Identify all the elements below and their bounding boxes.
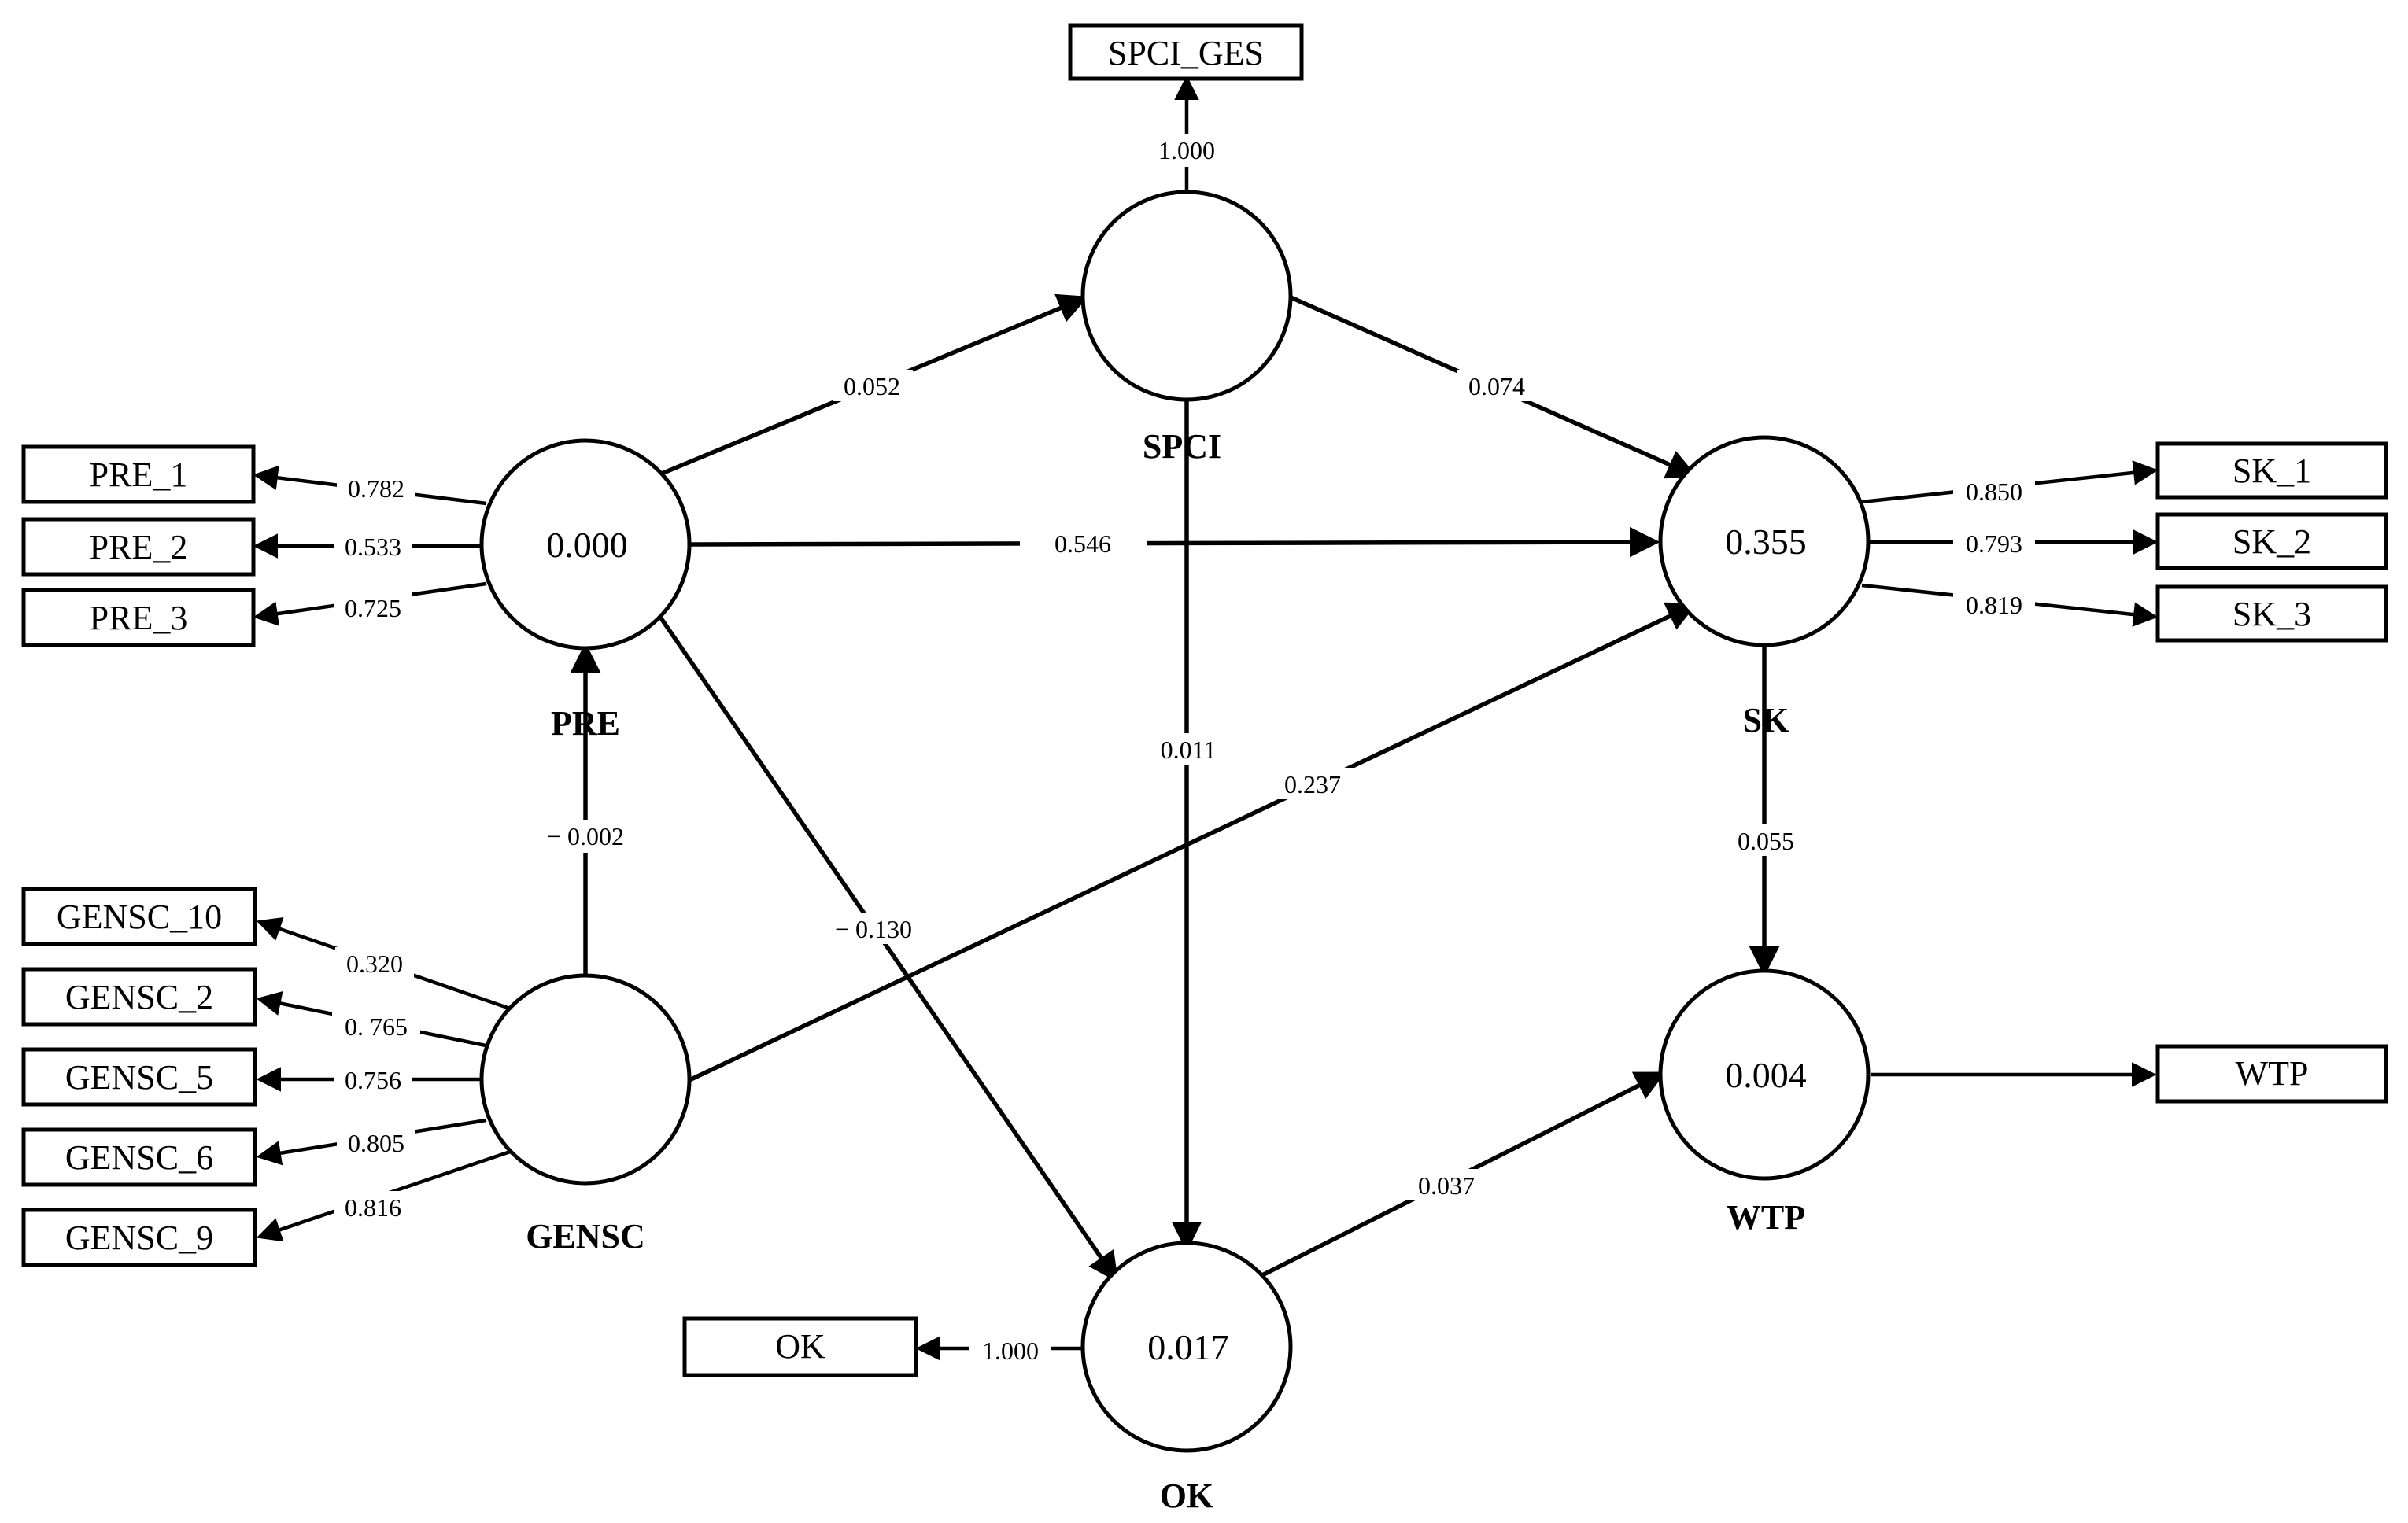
sk-r2: 0.355 [1725,522,1807,562]
indicator-pre3-label: PRE_3 [90,599,188,637]
path-gensc-pre: − 0.002 [547,822,624,850]
loading-sk2: 0.793 [1966,529,2022,558]
construct-sk-label: SK [1743,701,1789,739]
loading-gensc6: 0.805 [348,1129,404,1157]
path-ok-wtp: 0.037 [1418,1171,1475,1200]
construct-spci-circle [1080,190,1293,402]
loading-pre1: 0.782 [348,474,404,503]
construct-ok-circle [1080,1241,1293,1453]
indicator-gensc10-box [21,887,257,946]
construct-wtp-label: WTP [1727,1198,1805,1237]
path-pre-spci: 0.052 [844,372,900,400]
construct-gensc-circle [479,973,692,1186]
loading-pre3: 0.725 [345,594,401,622]
construct-ok-label: OK [1160,1477,1213,1515]
path-pre-sk: 0.546 [1054,529,1111,558]
path-pre-ok: − 0.130 [835,915,912,943]
indicator-sk2-label: SK_2 [2233,522,2311,561]
path-gensc-sk: 0.237 [1284,770,1341,798]
indicator-ok-label: OK [775,1327,825,1366]
indicator-gensc9-box [21,1208,257,1267]
indicator-ok-box [682,1316,918,1377]
indicator-gensc10-label: GENSC_10 [57,898,222,936]
loading-gensc2: 0. 765 [345,1012,408,1041]
indicator-wtp-label: WTP [2236,1054,2309,1093]
indicator-gensc5-box [21,1047,257,1107]
indicator-pre1-box [21,444,256,504]
construct-spci-label: SPCI [1143,427,1221,466]
edge-pre-sk [690,526,1660,558]
construct-gensc-label: GENSC [526,1217,645,1256]
loading-gensc5: 0.756 [345,1066,401,1094]
indicator-sk3-box [2155,584,2388,643]
construct-pre-label: PRE [551,704,620,743]
indicator-spci-ges-box [1068,23,1304,81]
indicator-sk1-label: SK_1 [2233,452,2311,490]
loading-gensc9: 0.816 [345,1193,401,1222]
indicator-gensc5-label: GENSC_5 [65,1058,213,1097]
loading-sk1: 0.850 [1966,478,2022,506]
indicator-gensc6-label: GENSC_6 [65,1138,213,1177]
construct-wtp-circle [1658,968,1871,1181]
indicator-gensc6-box [21,1127,257,1187]
indicator-pre3-box [21,588,256,647]
loading-pre2: 0.533 [345,533,401,561]
edge-pre-ok [656,612,1119,1283]
construct-pre-circle [479,438,692,651]
loading-spci-ges: 1.000 [1158,136,1215,164]
loading-sk3: 0.819 [1966,591,2022,619]
indicator-spci-ges-label: SPCI_GES [1108,34,1264,72]
indicator-wtp-box [2155,1044,2388,1104]
edge-gensc-sk [686,602,1697,1083]
path-spci-sk: 0.074 [1468,372,1525,400]
indicator-sk1-box [2155,441,2388,500]
path-spci-ok: 0.011 [1161,736,1217,764]
ok-r2: 0.017 [1147,1327,1229,1367]
pre-r2: 0.000 [546,525,628,565]
indicator-gensc2-box [21,967,257,1027]
indicator-gensc2-label: GENSC_2 [65,978,213,1016]
construct-sk-circle [1658,435,1871,647]
loading-ok: 1.000 [982,1337,1039,1365]
indicator-pre1-label: PRE_1 [90,455,188,494]
indicator-pre2-box [21,517,256,577]
indicator-sk2-box [2155,512,2388,570]
indicator-gensc9-label: GENSC_9 [65,1219,213,1257]
indicator-pre2-label: PRE_2 [90,528,188,566]
wtp-r2: 0.004 [1725,1055,1807,1095]
indicator-sk3-label: SK_3 [2233,595,2311,633]
path-sk-wtp: 0.055 [1738,827,1794,855]
loading-gensc10: 0.320 [346,950,403,978]
